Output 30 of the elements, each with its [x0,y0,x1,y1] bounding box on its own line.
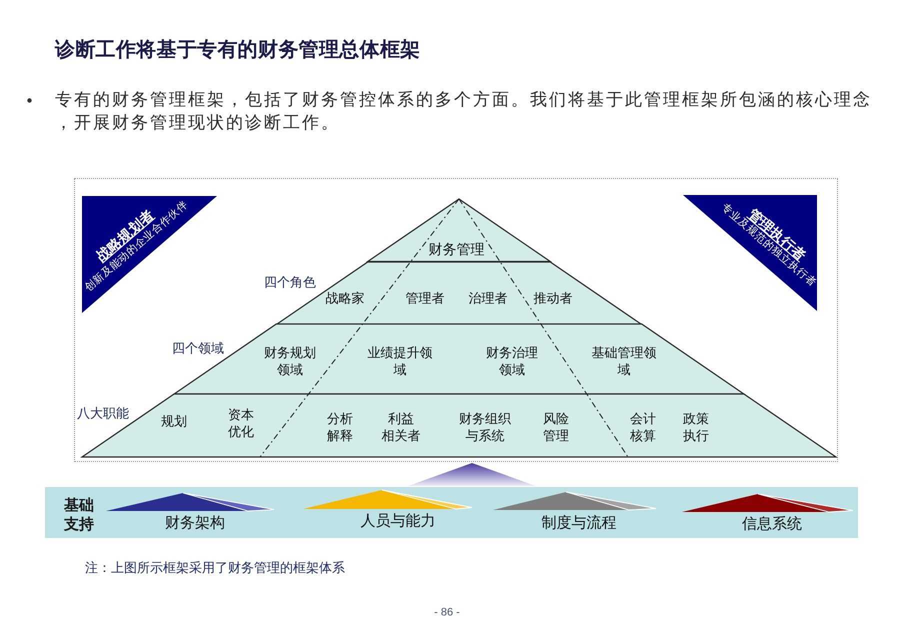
function-label: 风险管理 [543,410,569,444]
function-label: 分析解释 [327,410,353,444]
role-label: 推动者 [534,290,572,306]
tier-heading: 八大职能 [77,406,129,420]
function-label: 财务组织与系统 [459,410,511,444]
bullet-text: 专有的财务管理框架，包括了财务管控体系的多个方面。我们将基于此管理框架所包涵的核心理念，开展财务管理现状的诊断工作。 [55,89,873,134]
title: 诊断工作将基于专有的财务管理总体框架 [55,38,420,63]
tier-heading: 四个领域 [172,340,224,356]
item-label: 制度与流程 [542,516,616,532]
item-label: 人员与能力 [360,514,436,530]
footnote: 注：上图所示框架采用了财务管理的框架体系 [85,559,345,576]
function-label: 规划 [161,414,187,428]
domain-label: 财务规划领域 [264,344,316,378]
page-number: - 86 - [434,606,460,620]
domain-label: 基础管理领域 [592,344,656,378]
domain-label: 财务治理领域 [486,344,538,378]
role-label: 战略家 [326,290,364,306]
item-label: 财务架构 [165,516,225,532]
band [45,487,858,538]
band-label: 基础支持 [64,497,94,535]
apex-label: 财务管理 [428,243,484,259]
role-label: 治理者 [468,290,508,306]
domain-label: 业绩提升领域 [368,344,432,378]
function-label: 政策执行 [683,410,709,444]
function-label: 利益相关者 [382,410,420,444]
function-label: 资本优化 [228,406,254,440]
role-label: 管理者 [406,290,444,306]
tier-heading: 四个角色 [264,274,316,290]
function-label: 会计核算 [630,410,656,444]
item-label: 信息系统 [742,516,802,534]
